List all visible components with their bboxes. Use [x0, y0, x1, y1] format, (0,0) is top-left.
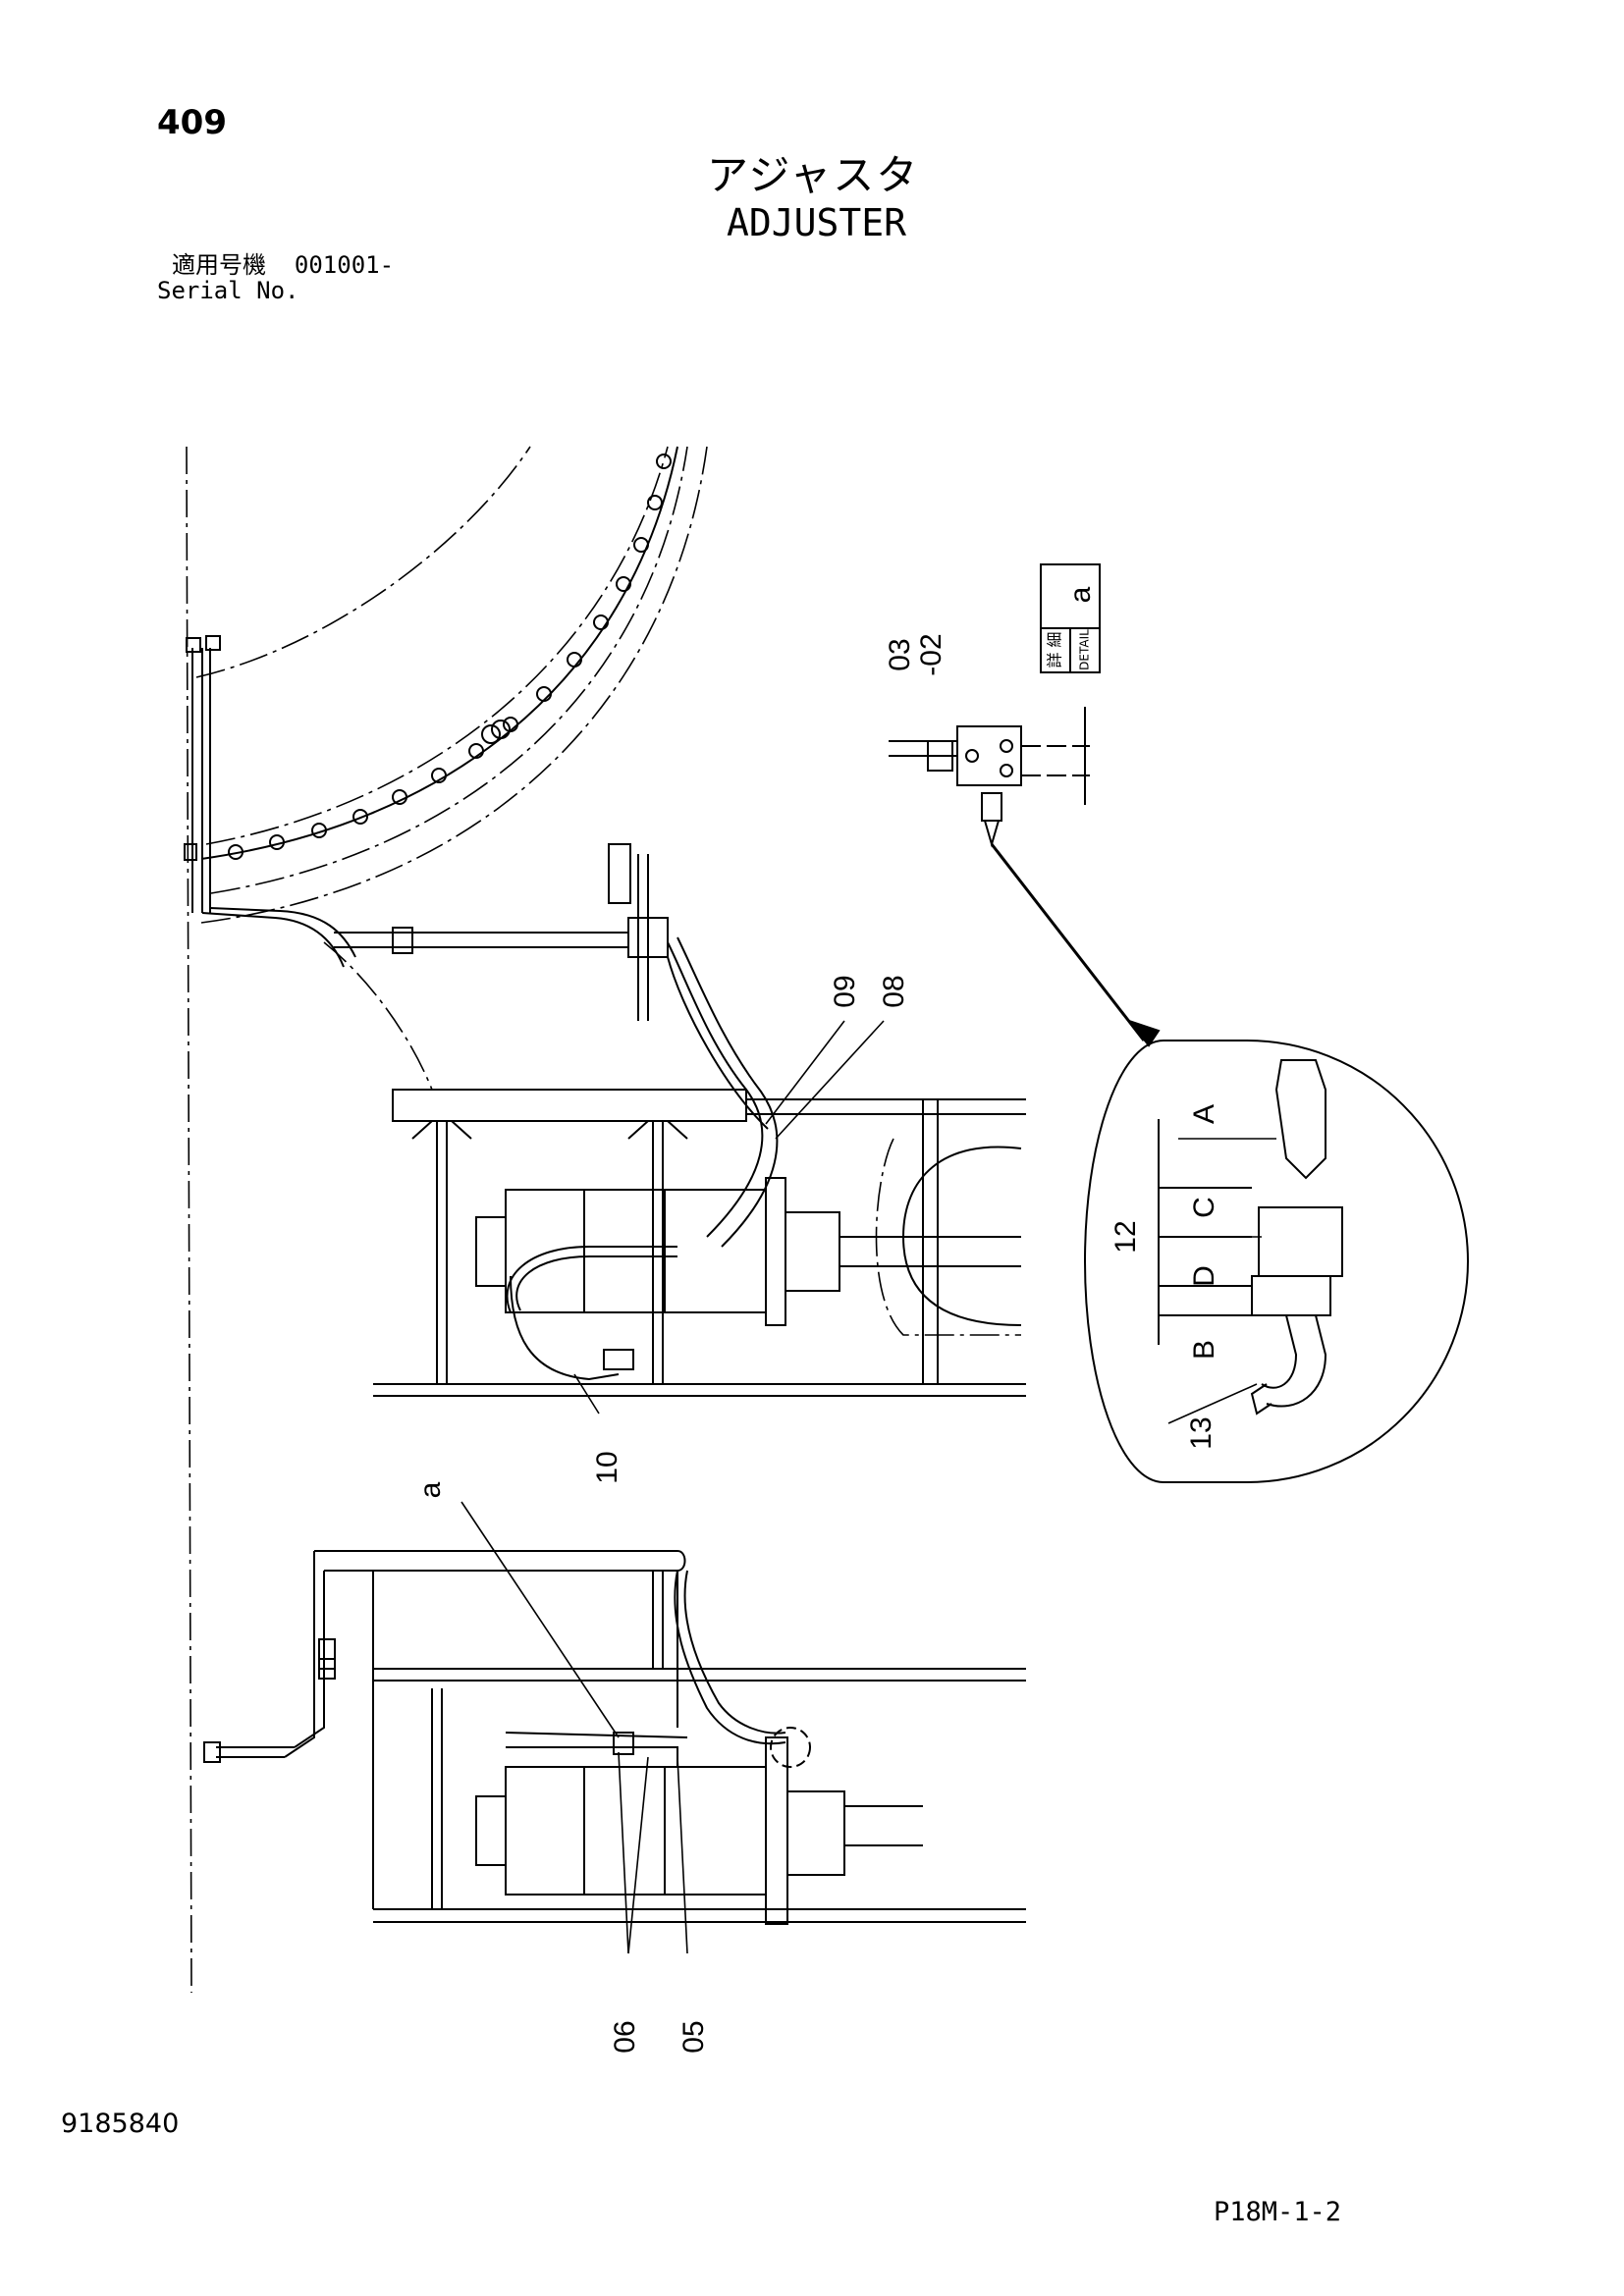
callout-C: C	[1188, 1197, 1220, 1218]
page-code: P18M-1-2	[1214, 2197, 1342, 2227]
detail-letter: a	[1064, 586, 1097, 603]
detail-en: DETAIL	[1078, 629, 1092, 670]
detail-a-view	[889, 707, 1090, 848]
ring-bolt-holes	[228, 454, 672, 860]
serial-label-jp: 適用号機	[172, 251, 266, 279]
callout-A: A	[1188, 1104, 1220, 1124]
swing-ring	[195, 446, 708, 924]
callout-05: 05	[677, 2020, 710, 2053]
detail-oval	[1084, 1040, 1469, 1483]
callout-08: 08	[878, 975, 910, 1007]
callout-13: 13	[1185, 1416, 1218, 1449]
hose-09-08	[667, 936, 779, 1248]
callout-10: 10	[591, 1451, 623, 1483]
callout-B: B	[1188, 1340, 1220, 1360]
drawing-number: 9185840	[61, 2109, 180, 2139]
lower-cylinder	[475, 1570, 923, 1925]
callout-12: 12	[1110, 1220, 1142, 1253]
lower-frame	[203, 1550, 1026, 1923]
title-japanese: アジャスタ	[707, 151, 920, 199]
detail-jp: 詳 細	[1046, 631, 1064, 667]
callout-labels: 03 -02 09 08 10 a 06 05 12 13 A C D B	[414, 633, 1220, 2053]
centerline	[186, 446, 192, 1994]
detail-header-box: a 詳 細 DETAIL	[1040, 563, 1101, 673]
callout-02: -02	[915, 633, 947, 675]
ring-outline	[200, 446, 678, 860]
callout-a: a	[414, 1481, 447, 1498]
upper-cylinder	[475, 1177, 1021, 1381]
serial-line-jp: 適用号機 001001-	[172, 253, 394, 277]
upper-left-hose	[184, 635, 433, 1091]
page-number: 409	[157, 103, 227, 142]
callout-03: 03	[884, 638, 916, 670]
callout-06: 06	[609, 2020, 641, 2053]
upper-pipe	[334, 843, 669, 1021]
callout-D: D	[1188, 1265, 1220, 1287]
serial-label-en: Serial No.	[157, 277, 299, 304]
callout-09: 09	[829, 975, 861, 1007]
upper-loop	[875, 1138, 1021, 1336]
serial-value: 001001-	[294, 251, 395, 279]
upper-frame	[373, 1089, 1026, 1397]
title-english: ADJUSTER	[727, 201, 907, 244]
callout-leaders	[460, 1020, 1276, 1954]
detail-leader	[990, 843, 1146, 1041]
